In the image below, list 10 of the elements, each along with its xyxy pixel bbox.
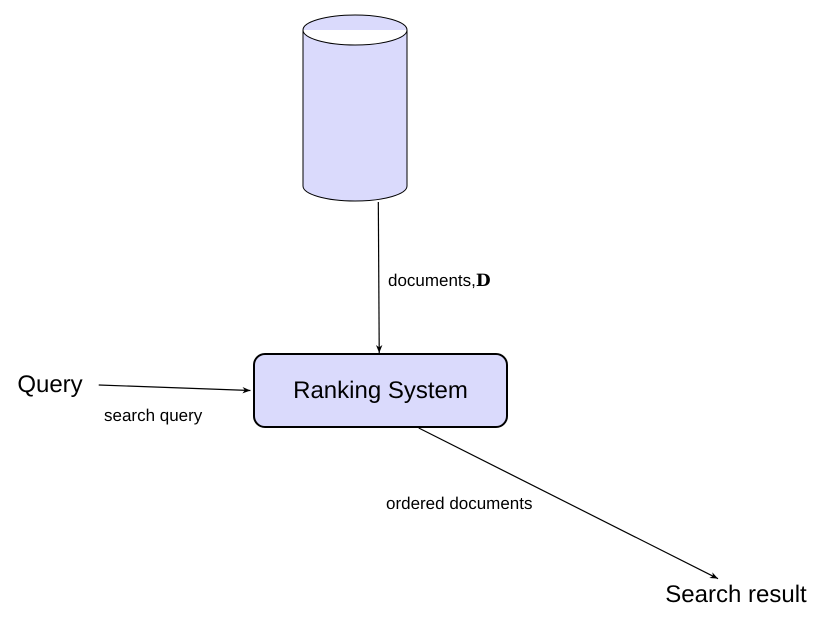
arrow: [376, 202, 382, 353]
edge-label: search query: [104, 407, 202, 424]
terminal-label: Search result: [665, 583, 807, 607]
process-label: Ranking System: [293, 378, 468, 402]
edge-label: documents,D: [388, 272, 491, 290]
process-box: [253, 353, 508, 428]
edge-label: ordered documents: [386, 495, 532, 512]
arrow: [98, 384, 250, 394]
terminal-label: Query: [17, 373, 83, 397]
arrow: [418, 427, 718, 580]
